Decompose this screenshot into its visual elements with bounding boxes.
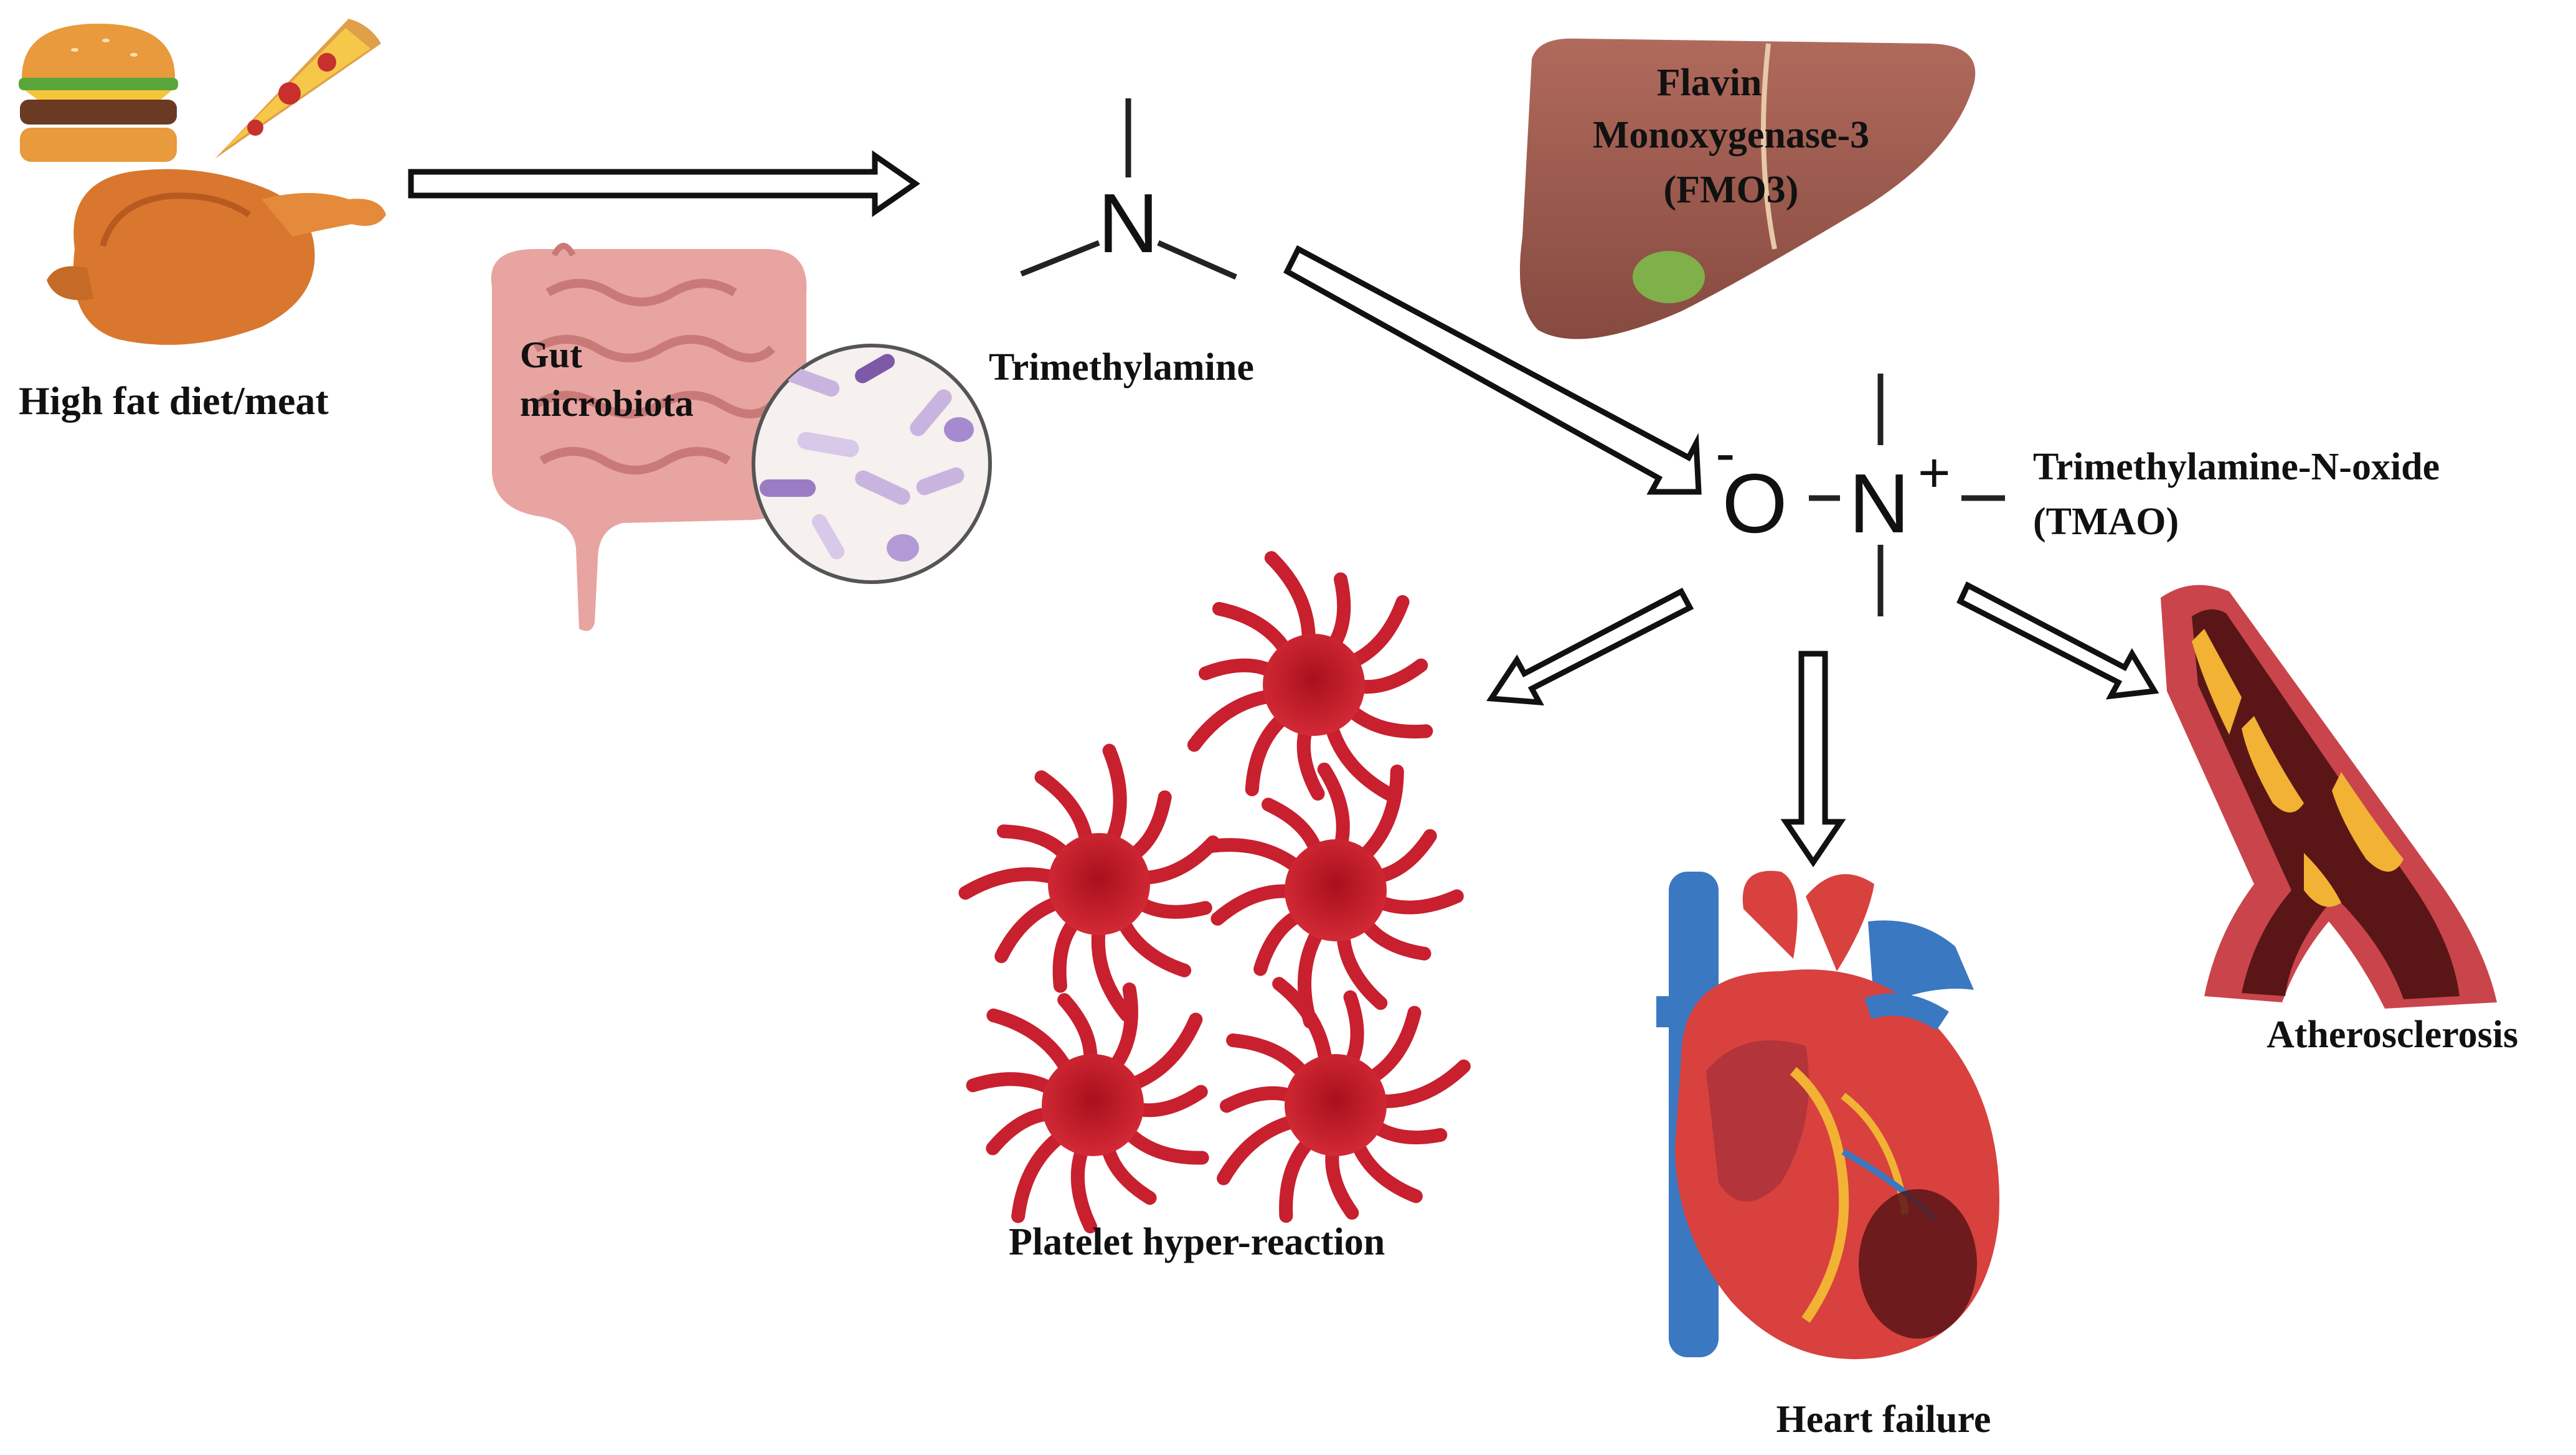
platelets-illustration <box>958 551 1471 1233</box>
tmao-structure: - O N + <box>1715 374 2005 616</box>
platelet-cell <box>1202 762 1464 1029</box>
tmao-label-line2: (TMAO) <box>2033 501 2179 543</box>
tma-structure: N <box>1020 98 1237 280</box>
artery-icon <box>2161 585 2497 1009</box>
platelet-label: Platelet hyper-reaction <box>1009 1221 1385 1263</box>
fmo3-label-line3: (FMO3) <box>1664 169 1799 211</box>
heart-label: Heart failure <box>1776 1398 1991 1441</box>
tmao-label-line1: Trimethylamine-N-oxide <box>2033 446 2440 488</box>
pizza-icon <box>215 19 381 159</box>
arrow-tmao-to-atherosclerosis <box>1956 581 2159 700</box>
tma-label: Trimethylamine <box>989 346 1254 388</box>
arrow-tmao-to-platelets <box>1486 587 1694 706</box>
atherosclerosis-label: Atherosclerosis <box>2267 1014 2518 1056</box>
fmo3-label-line2: Monoxygenase-3 <box>1593 114 1869 156</box>
tmao-nitrogen-atom: N <box>1849 456 1910 550</box>
food-illustration <box>19 19 386 345</box>
tmao-o-charge: - <box>1715 420 1735 486</box>
platelet-cell <box>958 743 1220 1022</box>
intestine-illustration <box>491 243 807 631</box>
arrow-tma-to-tmao <box>1283 245 1702 495</box>
burger-icon <box>19 24 178 162</box>
fmo3-label-line1: Flavin <box>1657 62 1762 104</box>
tmao-oxygen-atom: O <box>1722 456 1787 550</box>
arrow-diet-to-tma <box>408 150 920 217</box>
liver-icon <box>1519 38 1976 339</box>
arrow-tmao-to-heart <box>1780 651 1846 868</box>
gallbladder-icon <box>1633 251 1705 303</box>
roast-chicken-icon <box>47 169 386 345</box>
gut-label-line2: microbiota <box>520 383 694 424</box>
platelet-cell <box>1187 551 1433 802</box>
gut-label-line1: Gut <box>520 334 582 375</box>
heart-icon <box>1656 870 1999 1360</box>
platelet-cell <box>966 982 1209 1233</box>
tmao-n-charge: + <box>1918 442 1951 504</box>
diet-label: High fat diet/meat <box>19 379 329 423</box>
platelet-cell <box>1217 977 1471 1223</box>
microbiota-magnifier <box>752 344 992 584</box>
tma-nitrogen-atom: N <box>1098 176 1159 270</box>
